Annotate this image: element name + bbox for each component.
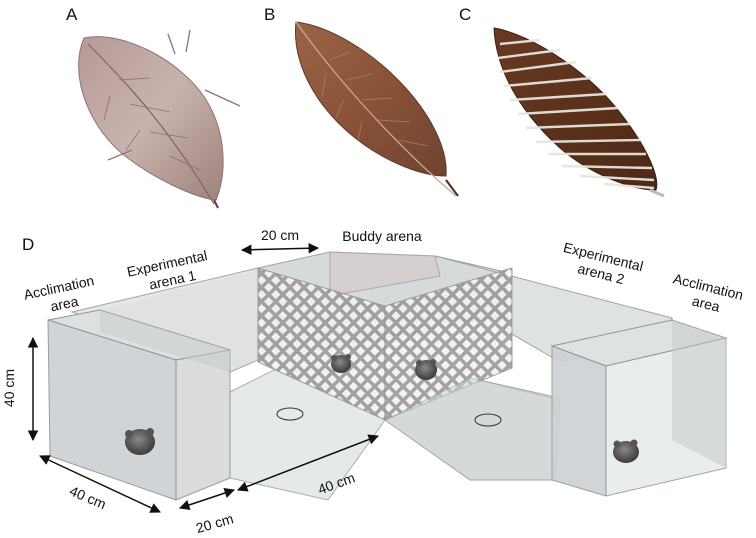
dim-depth: 40 cm — [67, 483, 108, 513]
dim-top-width: 20 cm — [261, 227, 299, 243]
mouse-left-acclimation — [125, 428, 155, 455]
label-buddy-arena: Buddy arena — [342, 228, 422, 244]
mouse-right-acclimation — [613, 440, 639, 464]
thread-wrapped-leaf-image — [494, 28, 664, 196]
panel-label-b: B — [264, 5, 275, 24]
mouse-buddy — [415, 359, 437, 380]
dry-leaf-image — [295, 22, 458, 196]
dim-height: 40 cm — [1, 369, 17, 407]
leaf-insect-image — [79, 30, 240, 208]
mouse-experimental-1 — [331, 354, 351, 373]
dim-bottom-width: 20 cm — [194, 510, 235, 536]
label-acclimation-right: Acclimation area — [668, 270, 749, 320]
panel-label-d: D — [22, 235, 34, 254]
panel-label-c: C — [459, 5, 471, 24]
label-experimental-arena-2: Experimental arena 2 — [558, 239, 649, 292]
arrow-top-width — [242, 248, 318, 250]
panel-label-a: A — [66, 5, 78, 24]
